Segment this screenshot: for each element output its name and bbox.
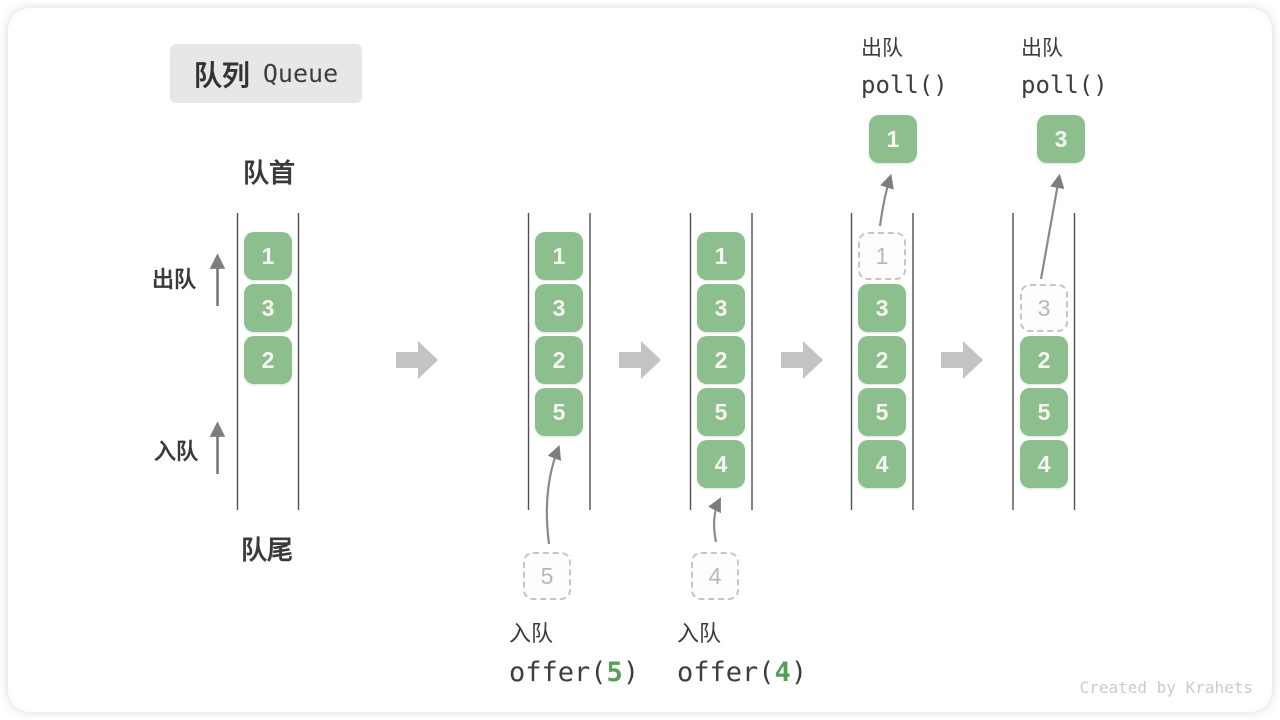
queue-block: 1 (244, 232, 292, 280)
offer-code-after: ) (790, 657, 808, 688)
flow-arrow-icon-3 (781, 341, 823, 379)
queue-rails (236, 213, 1076, 510)
offer-op-zh: 入队 (509, 621, 554, 646)
queue-block: 4 (858, 440, 906, 488)
poll-op-zh: 出队 (1021, 37, 1063, 60)
flow-arrow-icon-4 (941, 341, 983, 379)
diagram-card: 队列 Queue 队首 队尾 出队 入队 1 3 2 1 3 2 5 5 1 3… (8, 8, 1272, 712)
queue-block: 3 (535, 284, 583, 332)
offer-code-before: offer( (509, 657, 607, 688)
offer-code-arg: 4 (774, 657, 791, 688)
queue-block: 3 (244, 284, 292, 332)
pending-block: 5 (523, 552, 571, 600)
removed-slot-block: 3 (1020, 284, 1068, 332)
title-zh: 队列 (193, 59, 250, 91)
offer-code-arg: 5 (606, 657, 623, 688)
queue-block: 2 (858, 336, 906, 384)
queue-block: 2 (244, 336, 292, 384)
queue-block: 5 (858, 388, 906, 436)
enqueue-5-arrow-icon (545, 445, 562, 545)
queue-block: 3 (697, 284, 745, 332)
dequeue-3-arrow-icon (1039, 173, 1065, 280)
offer-op-label-1: 入队 offer(5) (509, 616, 639, 688)
watermark: Created by Krahets (1079, 678, 1253, 697)
queue-block: 4 (1020, 440, 1068, 488)
queue-block: 5 (535, 388, 583, 436)
pending-block: 4 (691, 552, 739, 600)
arrows-layer (209, 173, 1076, 545)
flow-arrow-icon-2 (619, 341, 661, 379)
enqueue-side-label: 入队 (154, 439, 199, 464)
flow-arrow-icon-1 (396, 341, 438, 379)
offer-code-after: ) (622, 657, 640, 688)
offer-op-zh: 入队 (677, 621, 722, 646)
poll-op-code: poll() (1021, 71, 1108, 99)
queue-block: 2 (535, 336, 583, 384)
dequeued-block: 1 (869, 115, 917, 163)
dequeue-1-arrow-icon (878, 173, 894, 227)
queue-block: 2 (697, 336, 745, 384)
queue-block: 1 (697, 232, 745, 280)
removed-slot-block: 1 (858, 232, 906, 280)
operation-arrows (545, 173, 1065, 545)
poll-op-zh: 出队 (861, 37, 903, 60)
enqueue-4-arrow-icon (708, 497, 721, 543)
dequeued-block: 3 (1037, 115, 1085, 163)
title-en: Queue (262, 59, 339, 88)
offer-op-code: offer(4) (677, 657, 807, 688)
poll-op-label-2: 出队 poll() (1021, 32, 1108, 99)
offer-op-label-2: 入队 offer(4) (677, 616, 807, 688)
dequeue-side-label: 出队 (152, 267, 197, 292)
offer-op-code: offer(5) (509, 657, 639, 688)
queue-block: 4 (697, 440, 745, 488)
poll-op-label-1: 出队 poll() (861, 32, 948, 99)
queue-block: 2 (1020, 336, 1068, 384)
queue-front-label: 队首 (243, 158, 296, 188)
poll-op-code: poll() (861, 71, 948, 99)
queue-block: 5 (1020, 388, 1068, 436)
queue-block: 3 (858, 284, 906, 332)
offer-code-before: offer( (677, 657, 775, 688)
title-badge: 队列 Queue (170, 44, 362, 103)
queue-block: 1 (535, 232, 583, 280)
queue-block: 5 (697, 388, 745, 436)
queue-rear-label: 队尾 (241, 535, 294, 565)
